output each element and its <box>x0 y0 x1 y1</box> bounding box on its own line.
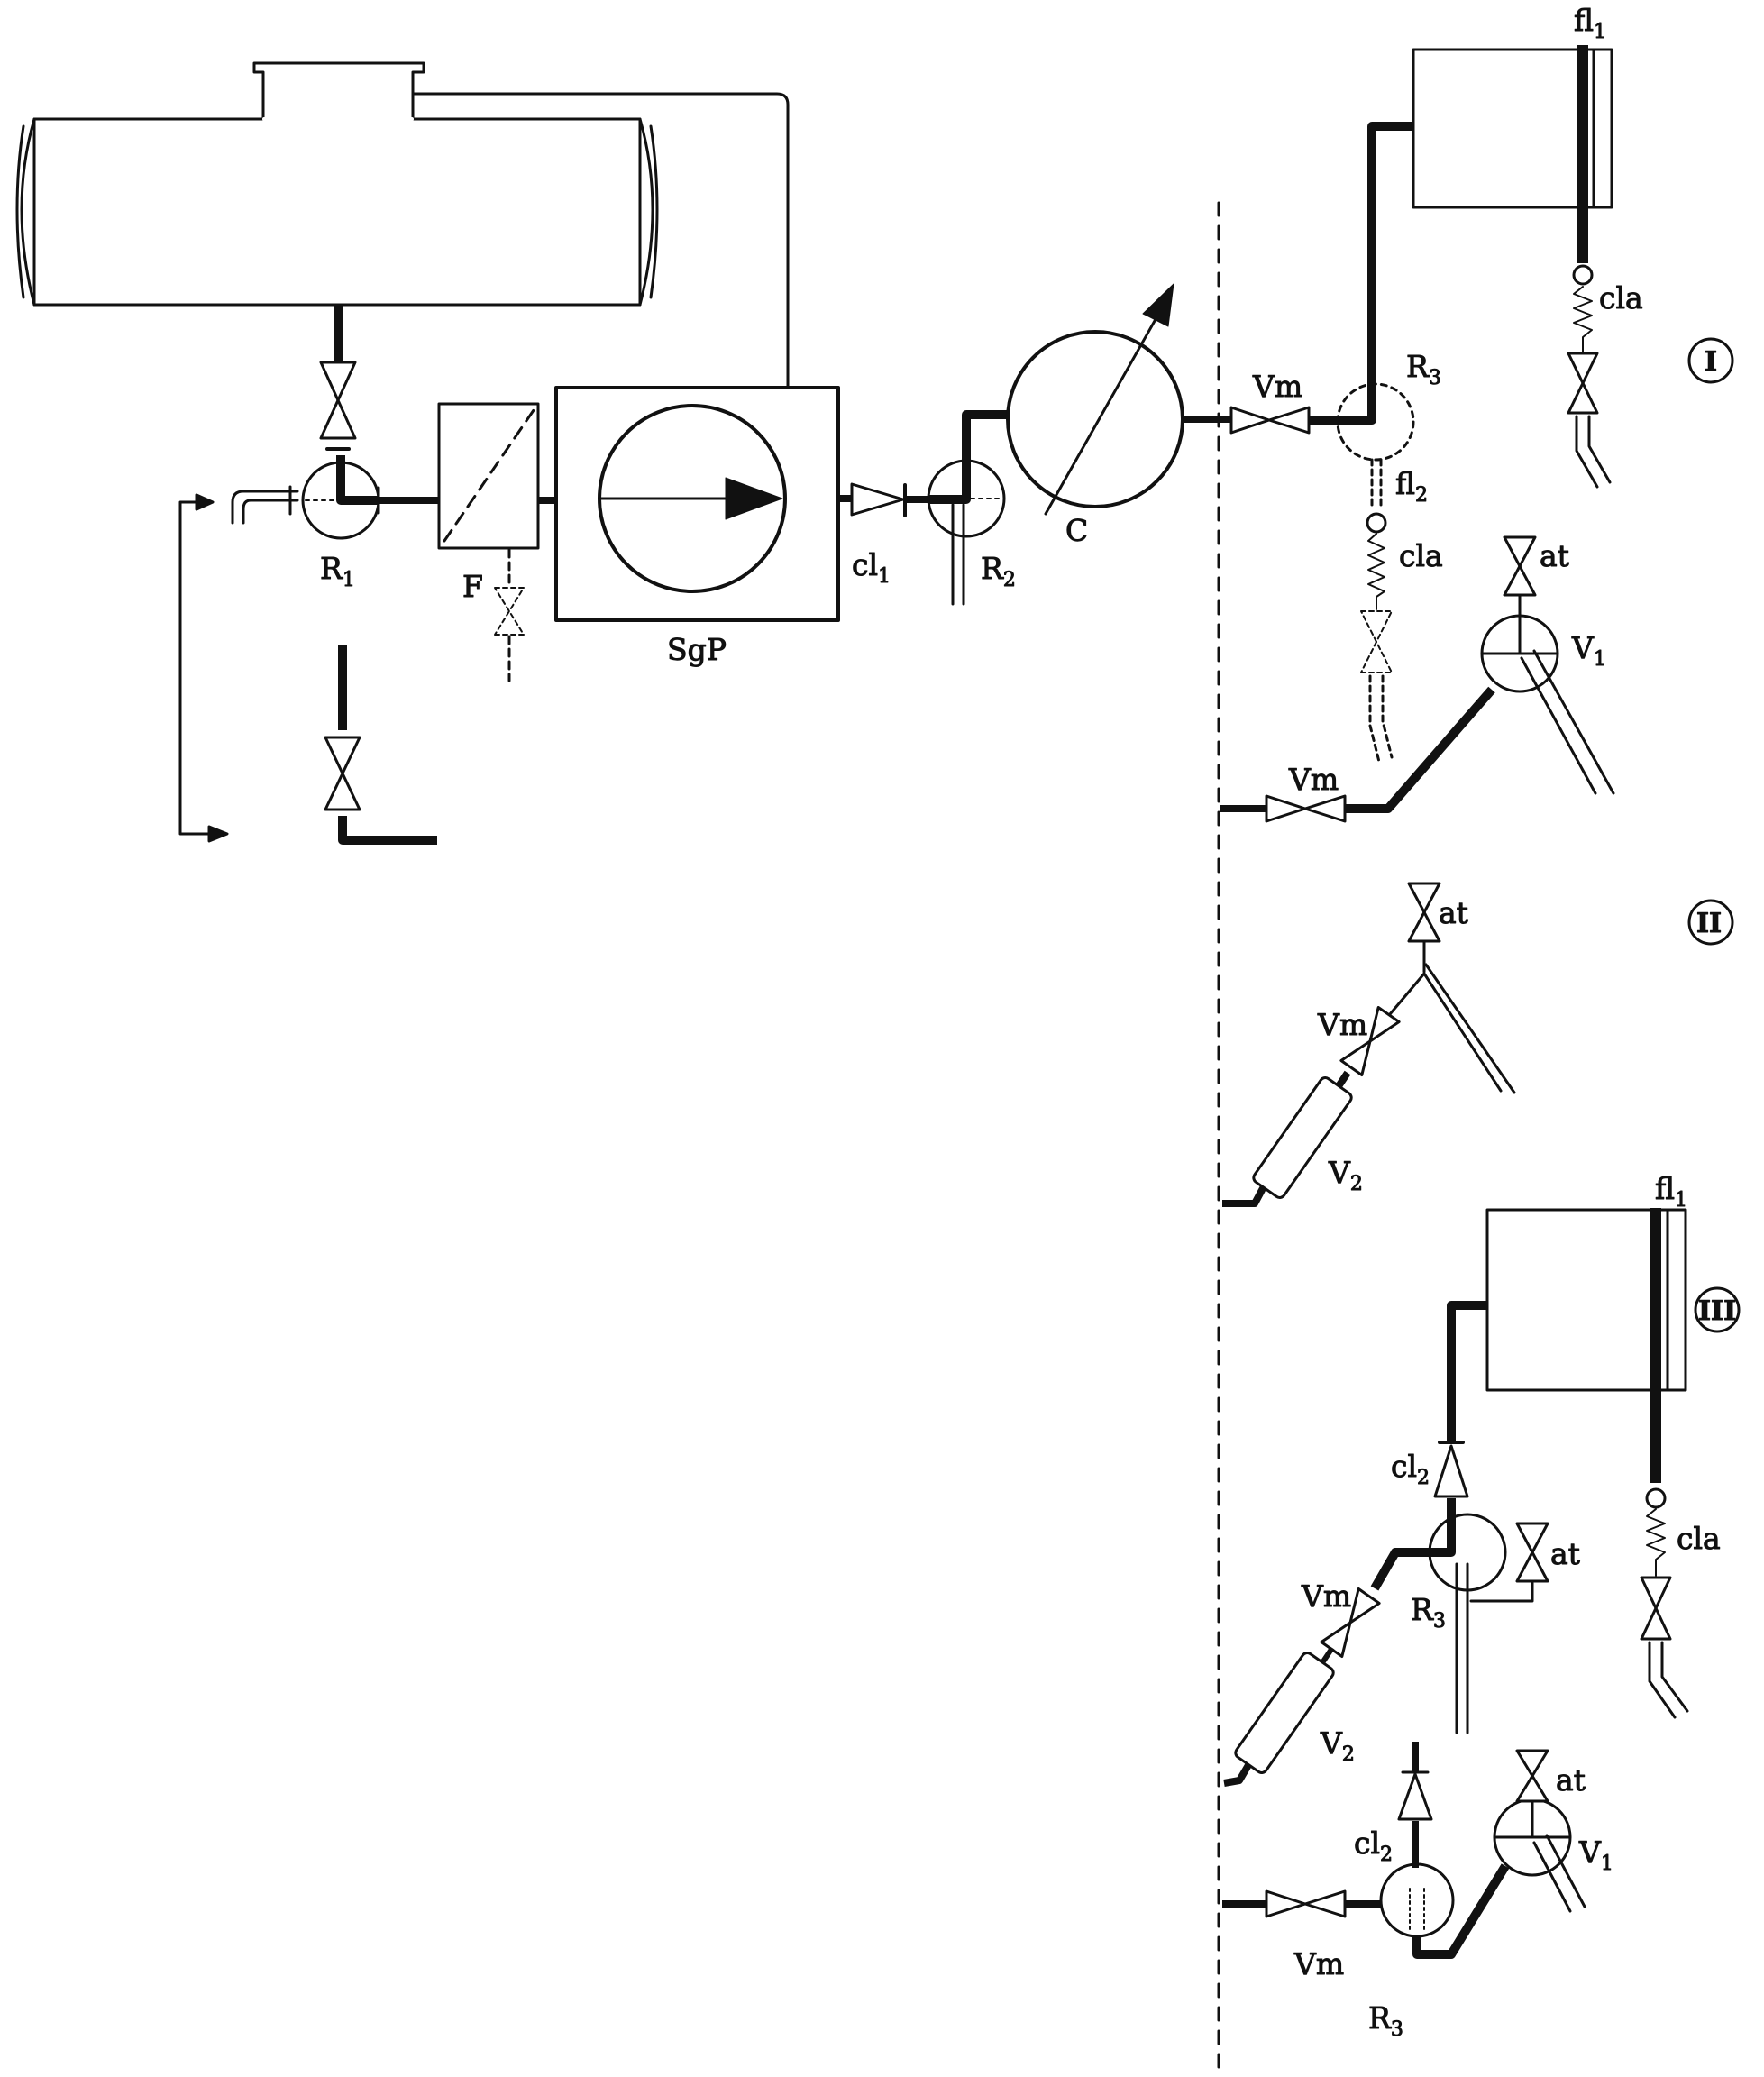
label-i-r3: R3 <box>1406 349 1441 389</box>
label-cl1: cl1 <box>852 547 891 588</box>
label-iii-v2: V2 <box>1320 1725 1355 1766</box>
label-i-cla-mid: cla <box>1399 538 1443 573</box>
label-ii-v2: V2 <box>1328 1155 1363 1195</box>
filter-f <box>437 402 556 682</box>
label-iiib-at: at <box>1556 1762 1586 1798</box>
section-marker-ii: II <box>1696 908 1722 939</box>
label-c: C <box>1065 513 1088 548</box>
label-r2: R2 <box>981 551 1016 591</box>
label-iii-vm: Vm <box>1301 1578 1351 1614</box>
section-iii-lower <box>1222 1742 1586 1959</box>
tank-outlet-line <box>319 305 357 451</box>
label-i-at: at <box>1540 538 1569 573</box>
label-iiib-vm: Vm <box>1293 1946 1344 1981</box>
label-iii-r3: R3 <box>1411 1592 1446 1633</box>
pump-sgp <box>554 386 852 622</box>
check-valve-cl1 <box>850 482 928 517</box>
sight-glass-r2 <box>927 410 1008 606</box>
label-iii-cla: cla <box>1677 1521 1721 1556</box>
label-ii-at: at <box>1439 895 1468 930</box>
bypass-arrow-line <box>178 493 229 843</box>
label-iiib-v1: V1 <box>1578 1835 1613 1875</box>
label-i-cla-right: cla <box>1599 280 1643 316</box>
label-i-fl2: fl2 <box>1395 466 1428 507</box>
valve <box>319 361 357 440</box>
label-iii-cl2: cl2 <box>1391 1449 1430 1489</box>
meter-c <box>1006 283 1230 516</box>
label-r1: R1 <box>320 551 355 591</box>
label-iiib-r3: R3 <box>1368 2000 1403 2041</box>
section-i <box>1220 45 1734 823</box>
section-marker-iii: III <box>1698 1295 1736 1327</box>
label-ii-vm: Vm <box>1317 1007 1367 1042</box>
storage-tank <box>15 61 790 389</box>
sight-glass-r1 <box>231 455 440 540</box>
drain-line <box>324 645 437 845</box>
section-ii <box>1222 882 1734 1207</box>
label-iii-at: at <box>1550 1536 1580 1571</box>
section-iii <box>1223 1208 1741 1787</box>
label-iii-fl1: fl1 <box>1655 1171 1687 1212</box>
label-f: F <box>462 569 483 604</box>
label-iiib-cl2: cl2 <box>1354 1825 1393 1866</box>
label-i-v1: V1 <box>1571 630 1606 671</box>
label-sgp: SgP <box>667 632 727 667</box>
label-i-fl1: fl1 <box>1574 3 1606 43</box>
label-i-vm-bottom: Vm <box>1288 762 1339 797</box>
section-marker-i: I <box>1705 346 1717 378</box>
label-i-vm-top: Vm <box>1252 369 1302 404</box>
